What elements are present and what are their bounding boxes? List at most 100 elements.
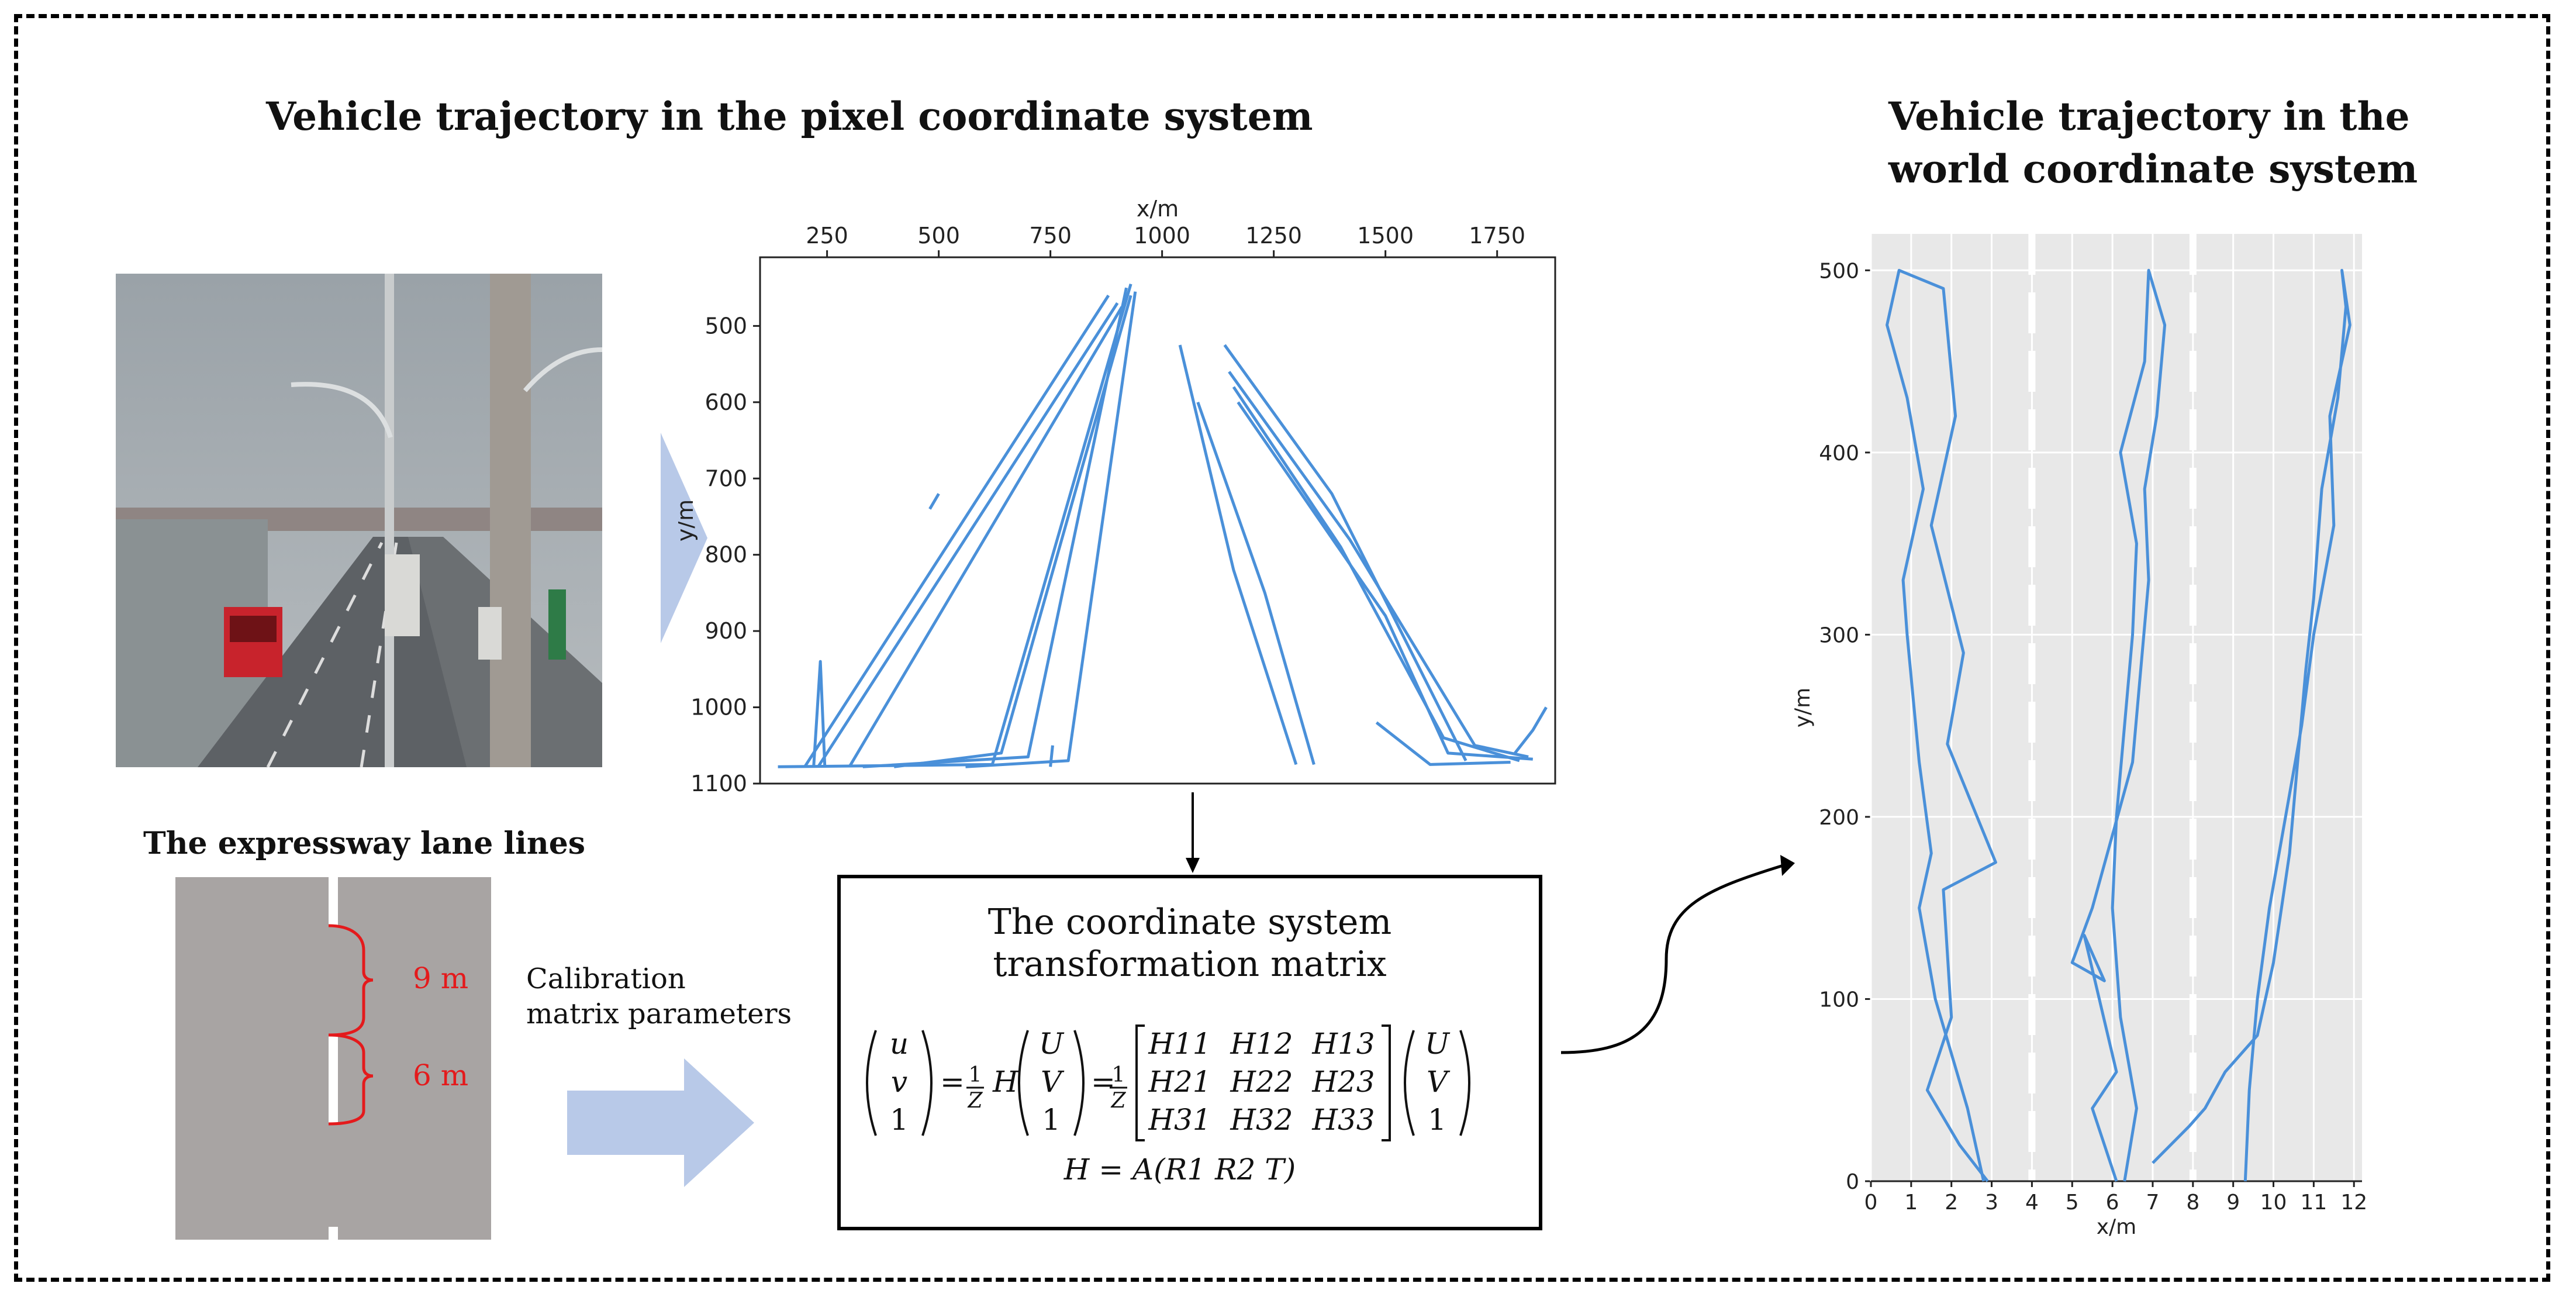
vec-U: U	[1039, 1027, 1065, 1061]
matrix-entry-h21: H21	[1148, 1065, 1211, 1099]
flow-arrow-right-upper	[661, 433, 707, 643]
plot-area	[759, 256, 1556, 785]
frac-den-2: Z	[1110, 1089, 1126, 1113]
x-tick-label: 2	[1945, 1191, 1958, 1215]
calibration-label-line2: matrix parameters	[526, 998, 792, 1030]
trajectory-line	[1228, 371, 1529, 758]
x-tick-label: 1500	[1357, 223, 1414, 249]
trajectory-line	[1886, 268, 1997, 1182]
x-tick-label: 10	[2260, 1191, 2287, 1215]
flow-arrow-right-lower	[567, 1058, 754, 1187]
x-tick-label: 11	[2300, 1191, 2327, 1215]
trajectory-line	[2152, 268, 2351, 1182]
lane-dimension-9m: 9 m	[413, 961, 469, 995]
pixel-trajectory-chart: 250 500 750 1000 1250 1500 1750 500 600 700 800 900…	[672, 193, 1590, 807]
y-tick-label: 0	[1846, 1170, 1859, 1194]
x-tick-label: 4	[2025, 1191, 2039, 1215]
trajectory-line	[1237, 401, 1533, 761]
trajectory-line	[1232, 386, 1520, 763]
x-tick-label: 5	[2066, 1191, 2079, 1215]
lhs-1: 1	[890, 1103, 909, 1137]
matrix-H-definition: H = A(R1 R2 T)	[1063, 1153, 1296, 1186]
trajectory-line	[1178, 344, 1298, 765]
x-tick-label: 1250	[1245, 223, 1302, 249]
x-tick-label: 750	[1029, 223, 1072, 249]
lhs-v: v	[891, 1065, 907, 1099]
matrix-entry-h31: H31	[1148, 1103, 1211, 1137]
matrix-H: H	[992, 1065, 1019, 1099]
trajectory-line	[1196, 401, 1315, 765]
x-tick-label: 500	[917, 223, 960, 249]
frac-num-2: 1	[1112, 1063, 1125, 1087]
y-axis-label: y/m	[1791, 688, 1815, 728]
vec-U-2: U	[1425, 1027, 1451, 1061]
matrix-entry-h23: H23	[1311, 1065, 1375, 1099]
vec-1: 1	[1042, 1103, 1061, 1137]
y-tick-label: 200	[1819, 806, 1859, 830]
down-arrow	[1186, 792, 1200, 873]
frac-num: 1	[969, 1063, 982, 1087]
x-tick-label: 9	[2226, 1191, 2240, 1215]
pixel-trajectory-title: Vehicle trajectory in the pixel coordina…	[266, 94, 1313, 139]
vec-V-2: V	[1427, 1065, 1451, 1099]
vec-V: V	[1041, 1065, 1065, 1099]
y-tick-label: 700	[705, 465, 747, 491]
matrix-entry-h11: H11	[1148, 1027, 1211, 1061]
trajectory-line	[1375, 721, 1511, 766]
matrix-entry-h22: H22	[1230, 1065, 1293, 1099]
y-tick-label: 100	[1819, 988, 1859, 1012]
svg-text:=: =	[940, 1065, 965, 1099]
trajectory-line	[965, 291, 1137, 768]
y-tick-label: 500	[705, 313, 747, 339]
x-tick-label: 250	[806, 223, 848, 249]
matrix-entry-h32: H32	[1230, 1103, 1293, 1137]
x-tick-label: 1000	[1134, 223, 1190, 249]
y-tick-label: 800	[705, 542, 747, 568]
y-tick-label: 900	[705, 618, 747, 644]
transformation-matrix-box: The coordinate system transformation mat…	[837, 875, 1542, 1230]
trajectory-line	[1049, 745, 1054, 767]
y-tick-label: 1000	[690, 695, 747, 720]
trajectory-line	[928, 493, 940, 510]
trajectory-line	[1514, 706, 1548, 754]
y-tick-label: 600	[705, 389, 747, 415]
matrix-box-title-line1: The coordinate system	[987, 902, 1392, 943]
x-tick-label: 3	[1985, 1191, 1998, 1215]
x-axis-label: x/m	[2097, 1215, 2137, 1239]
x-tick-label: 8	[2186, 1191, 2199, 1215]
highway-camera-photo	[116, 274, 602, 767]
lane-dimension-6m: 6 m	[413, 1058, 469, 1092]
calibration-label-line1: Calibration	[526, 963, 686, 995]
y-tick-label: 1100	[690, 771, 747, 796]
y-axis-label: y/m	[678, 499, 698, 541]
dashed-frame	[14, 14, 2550, 1282]
matrix-entry-h13: H13	[1311, 1027, 1375, 1061]
world-trajectory-title-line1: Vehicle trajectory in the	[1888, 94, 2410, 139]
frac-den: Z	[967, 1089, 983, 1113]
y-tick-label: 300	[1819, 623, 1859, 647]
vec-1-2: 1	[1428, 1103, 1446, 1137]
matrix-entry-h12: H12	[1230, 1027, 1293, 1061]
matrix-box-title-line2: transformation matrix	[993, 944, 1387, 985]
curved-arrow	[1560, 855, 1795, 1054]
y-tick-label: 400	[1819, 441, 1859, 465]
x-tick-label: 1750	[1469, 223, 1525, 249]
svg-text:=: =	[1091, 1065, 1116, 1099]
trajectory-line	[812, 660, 827, 767]
x-tick-label: 12	[2340, 1191, 2367, 1215]
world-trajectory-title-line2: world coordinate system	[1888, 146, 2418, 192]
trajectory-line	[817, 302, 1119, 768]
x-tick-label: 6	[2106, 1191, 2119, 1215]
lane-lines-title: The expressway lane lines	[143, 826, 586, 861]
x-tick-label: 1	[1904, 1191, 1918, 1215]
trajectory-line	[848, 306, 1124, 768]
lane-lines-diagram	[175, 877, 491, 1240]
x-axis-label: x/m	[1137, 196, 1179, 222]
x-tick-label: 7	[2146, 1191, 2160, 1215]
trajectory-line	[803, 294, 1110, 768]
matrix-entry-h33: H33	[1311, 1103, 1375, 1137]
lhs-u: u	[890, 1027, 909, 1061]
x-tick-label: 0	[1864, 1191, 1878, 1215]
